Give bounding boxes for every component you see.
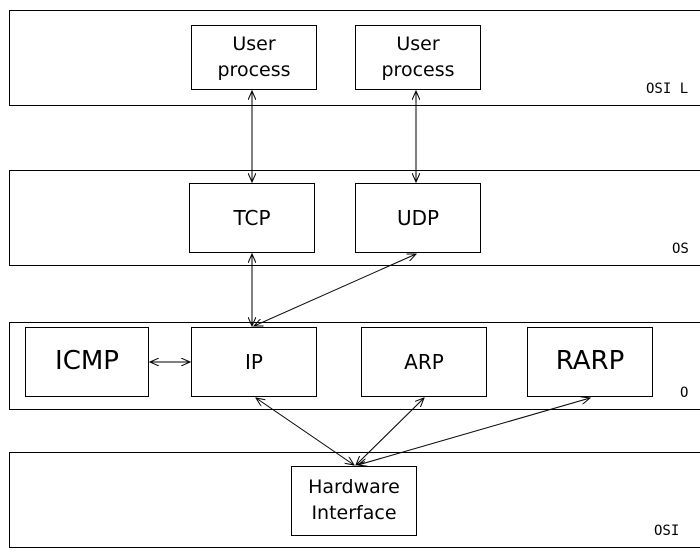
network-layer-label: O — [680, 385, 689, 401]
application-layer-band — [9, 10, 700, 106]
arp-label: ARP — [404, 349, 444, 374]
tcp-box: TCP — [189, 183, 315, 253]
transport-layer-band — [9, 170, 700, 266]
link-layer-label: OSI — [654, 523, 680, 539]
tcp-label: TCP — [233, 205, 271, 230]
transport-layer-label: OS — [672, 241, 689, 257]
udp-box: UDP — [355, 183, 481, 253]
hardware-interface-label: Hardware Interface — [308, 476, 400, 524]
icmp-box: ICMP — [25, 327, 149, 397]
rarp-label: RARP — [555, 346, 625, 377]
user-process-box-2: User process — [355, 25, 481, 90]
ip-label: IP — [245, 349, 263, 374]
application-layer-label: OSI L — [646, 81, 689, 97]
udp-label: UDP — [396, 205, 440, 230]
icmp-label: ICMP — [55, 346, 119, 377]
arp-box: ARP — [361, 327, 487, 397]
user-process-label-2: User process — [381, 32, 455, 81]
rarp-box: RARP — [527, 327, 653, 397]
ip-box: IP — [191, 327, 317, 397]
user-process-box-1: User process — [191, 25, 317, 90]
hardware-interface-box: Hardware Interface — [291, 466, 417, 536]
user-process-label-1: User process — [217, 32, 291, 81]
